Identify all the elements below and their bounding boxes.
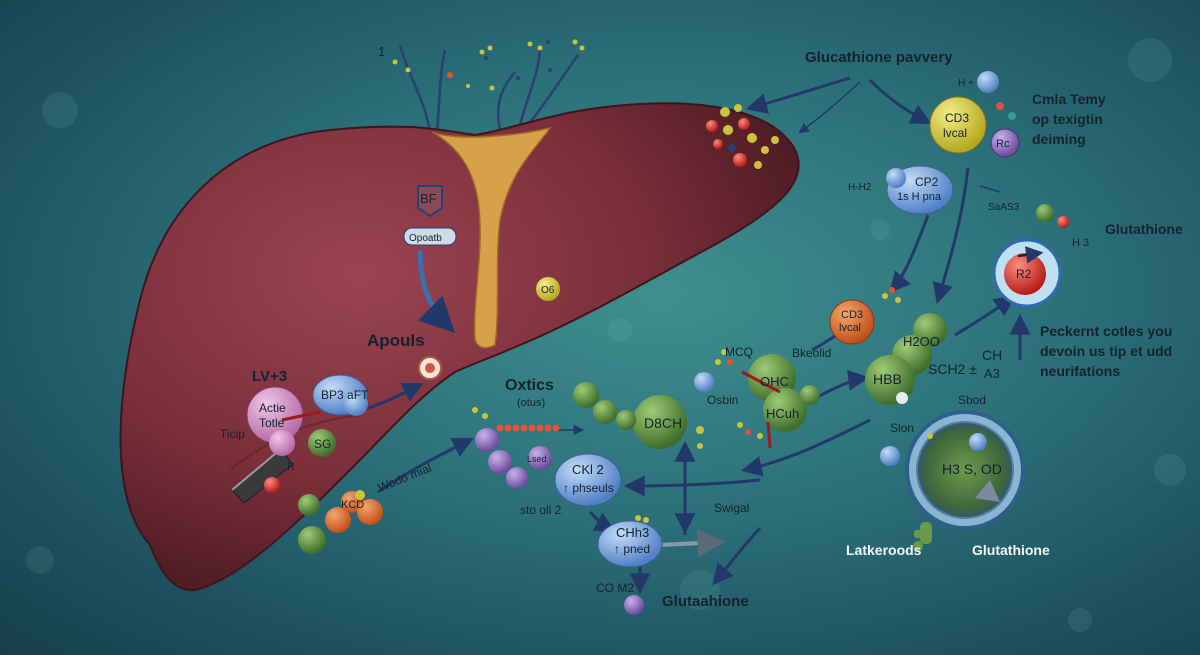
top-molecule-specks — [392, 39, 585, 91]
label-osbin: Osbin — [707, 393, 738, 407]
label-latkeroods: Latkeroods — [846, 542, 922, 558]
label-ch: CH — [982, 347, 1002, 363]
label-rc: Rc — [996, 138, 1010, 150]
label-lsed: Lsed — [527, 454, 547, 464]
label-o6: O6 — [541, 285, 555, 296]
rc-purple-molecule — [990, 128, 1020, 158]
label-peckernt-1: Peckernt cotles you — [1040, 323, 1172, 339]
ckl-blue-molecule — [554, 453, 622, 507]
opoatb-tag — [403, 227, 457, 246]
label-sg: SG — [314, 437, 331, 451]
label-sas3: SaAS3 — [988, 202, 1020, 213]
latkeroods-molecule — [913, 522, 932, 551]
h2oo-green-cluster — [865, 313, 947, 405]
label-slon: Slon — [890, 421, 914, 435]
label-actie-2: Totle — [259, 416, 285, 430]
text-labels: 1 Glucathione pavvery H + CD3 lvcal Rc C… — [220, 44, 1183, 610]
liver-organ — [119, 102, 800, 592]
bf-tag — [417, 185, 443, 218]
cd3-orange-molecule — [829, 299, 875, 345]
label-hbb: HBB — [873, 371, 902, 387]
label-swigal: Swigal — [714, 501, 749, 515]
label-cd3-orange-1: CD3 — [841, 309, 863, 321]
label-oxtics-sub: (otus) — [517, 397, 545, 409]
liver-vessels — [398, 44, 580, 133]
label-wodo: Wodo mial — [376, 461, 434, 495]
label-glutathione-right: Glutathione — [1105, 221, 1183, 237]
label-r-small: R — [287, 461, 295, 473]
label-hcuh: HCuh — [766, 406, 799, 421]
label-a3: A3 — [984, 366, 1000, 381]
pathway-arrows — [349, 76, 1031, 595]
label-cmla-2: op texigtin — [1032, 111, 1103, 127]
label-h-plus: H + — [958, 78, 974, 89]
label-h2oo: H2OO — [903, 334, 940, 349]
label-glutathione-bottom: Glutathione — [972, 542, 1050, 558]
cd3-yellow-molecule — [929, 96, 987, 154]
label-cmla-3: deiming — [1032, 131, 1086, 147]
pathway-title: Glucathione pavvery — [805, 49, 953, 66]
label-h3sod: H3 S, OD — [942, 461, 1002, 477]
label-cp2-2: 1s H pna — [897, 191, 942, 203]
liver-molecule-cluster — [706, 104, 779, 169]
label-bp: BP3 aFT — [321, 388, 369, 402]
label-lv3: LV+3 — [252, 368, 287, 385]
label-ticip: Ticip — [220, 427, 245, 441]
label-d8ch: D8CH — [644, 415, 682, 431]
label-h3-right: H 3 — [1072, 237, 1089, 249]
label-bkeolid: Bkeolid — [792, 346, 831, 360]
label-sbod: Sbod — [958, 393, 986, 407]
sg-green-molecule — [308, 429, 336, 457]
label-peckernt-3: neurifations — [1040, 363, 1120, 379]
label-oxtics: Oxtics — [505, 377, 554, 394]
label-och: OHC — [760, 374, 789, 389]
label-opoatb: Opoatb — [409, 233, 442, 244]
blue-sphere-top — [977, 71, 999, 93]
label-apouls: Apouls — [367, 331, 425, 350]
label-chh3: CHh3 — [616, 525, 649, 540]
label-mcq: MCQ — [725, 345, 753, 359]
label-actie-1: Actie — [259, 401, 286, 415]
label-h-h2: H-H2 — [848, 182, 872, 193]
label-kcd: KCD — [341, 499, 364, 511]
label-cd3-yellow-1: CD3 — [945, 111, 969, 125]
label-pned: ↑ pned — [614, 542, 650, 556]
background-bokeh — [26, 38, 1186, 632]
label-one: 1 — [378, 44, 385, 59]
label-cd3-yellow-2: lvcal — [943, 126, 967, 140]
label-r-cell: R2 — [1016, 267, 1032, 281]
ohc-green-cluster — [694, 349, 820, 449]
label-peckernt-2: devoin us tip et udd — [1040, 343, 1172, 359]
purple-chain — [475, 428, 644, 615]
portal-blue-arrow — [417, 249, 455, 333]
r-cell — [992, 238, 1062, 308]
cell-compartment — [880, 410, 1025, 530]
label-cd3-orange-2: lvcal — [839, 322, 861, 334]
label-ckl: CKl 2 — [572, 462, 604, 477]
label-cp2-1: CP2 — [915, 175, 939, 189]
label-com2: CO M2 — [596, 581, 634, 595]
label-ckl-sub: ↑ phseuls — [563, 481, 614, 495]
d8ch-green-chain — [573, 382, 704, 449]
gallbladder — [431, 126, 552, 349]
label-sto: sto oll 2 — [520, 503, 562, 517]
red-bead-chain — [472, 407, 560, 432]
label-glutaahione: Glutaahione — [662, 593, 749, 610]
label-sch2: SCH2 ± — [928, 361, 977, 377]
kcd-orange-cluster — [325, 490, 383, 533]
label-bf: BF — [420, 191, 437, 206]
chh3-blue-molecule — [597, 520, 663, 568]
label-cmla-1: Cmla Temy — [1032, 91, 1106, 107]
